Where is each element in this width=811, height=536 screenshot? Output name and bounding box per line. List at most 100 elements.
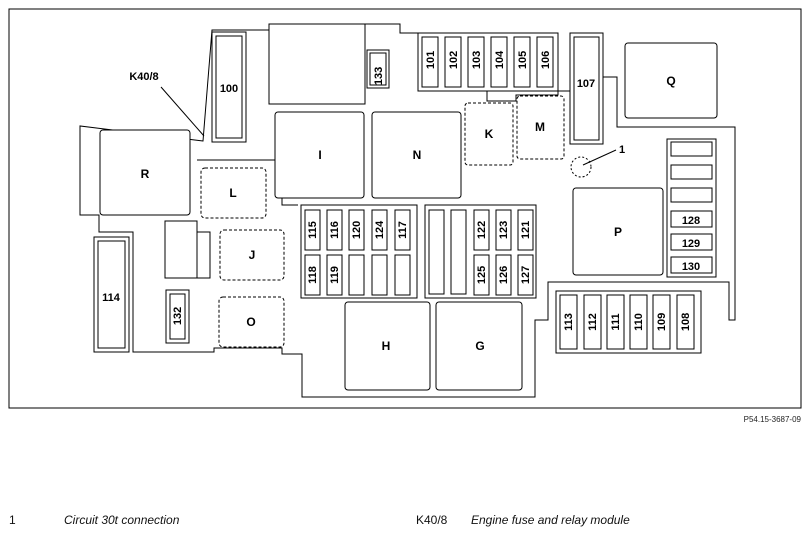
fuse-block-128-130 [666, 138, 717, 278]
relay-n [371, 111, 462, 199]
fuse-127-label: 127 [520, 266, 532, 284]
relay-slot-m-label: M [535, 120, 545, 134]
fuse-125-label: 125 [476, 266, 488, 284]
small-block-bracket [197, 231, 211, 279]
fuse-117-label: 117 [397, 221, 409, 239]
relay-slot-k-label: K [485, 127, 494, 141]
fuse-109 [652, 294, 671, 350]
fuse-121 [517, 209, 534, 251]
relay-g [435, 301, 523, 391]
relay-slot-l-label: L [229, 186, 236, 200]
fuse-121-label: 121 [520, 221, 532, 239]
fuse-133-label: 133 [373, 67, 385, 85]
fuse-112 [583, 294, 602, 350]
fuse-132-label: 132 [172, 307, 184, 325]
fuse-104 [490, 36, 508, 88]
fuse-111 [606, 294, 625, 350]
fuse-112-label: 112 [587, 313, 599, 331]
fuse-128-label: 128 [682, 215, 700, 227]
fuse-slot-empty [670, 164, 713, 180]
fuse-130-label: 130 [682, 261, 700, 273]
figure-reference: P54.15-3687-09 [743, 415, 801, 424]
fuse-130 [670, 256, 713, 274]
fuse-122 [473, 209, 490, 251]
fuse-111-label: 111 [610, 313, 622, 330]
legend-key-1: 1 [9, 513, 16, 527]
fuse-122-label: 122 [476, 221, 488, 239]
relay-q-label: Q [666, 74, 675, 88]
fuse-132 [169, 293, 186, 340]
fuse-114-label: 114 [102, 292, 121, 304]
fuse-127 [517, 254, 534, 296]
fuse-124 [371, 209, 388, 251]
fuse-slot-empty [394, 254, 411, 296]
relay-p-label: P [614, 225, 622, 239]
diagram-frame [8, 8, 802, 409]
circuit-30t-connection-marker [570, 156, 592, 178]
fuse-107 [573, 36, 600, 141]
fuse-102 [444, 36, 462, 88]
fuse-slot-empty [348, 254, 365, 296]
relay-p [572, 187, 664, 276]
fuse-106-label: 106 [540, 51, 552, 69]
fuse-129-label: 129 [682, 238, 700, 250]
relay-top-unlabeled [268, 23, 366, 105]
relay-i [274, 111, 365, 199]
legend-text-1: Circuit 30t connection [64, 513, 180, 527]
relay-r-label: R [141, 167, 150, 181]
relay-slot-j-label: J [249, 248, 256, 262]
fuse-108-label: 108 [680, 313, 692, 331]
fuse-114 [97, 240, 126, 349]
small-unlabeled-block [164, 220, 198, 279]
relay-h [344, 301, 431, 391]
relay-r [99, 129, 191, 216]
relay-n-label: N [413, 148, 422, 162]
fuse-105 [513, 36, 531, 88]
fuse-110 [629, 294, 648, 350]
fuse-120 [348, 209, 365, 251]
fuse-116 [326, 209, 343, 251]
fuse-block-101-106 [417, 32, 559, 92]
fuse-125 [473, 254, 490, 296]
fuse-118-label: 118 [307, 266, 319, 284]
fuse-101-label: 101 [425, 51, 437, 69]
fuse-106 [536, 36, 554, 88]
fuse-108 [676, 294, 695, 350]
fuse-126-label: 126 [498, 266, 510, 284]
relay-slot-o-label: O [246, 315, 255, 329]
relay-slot-k [464, 102, 514, 166]
fuse-slot-empty [670, 141, 713, 157]
fuse-slot-empty [670, 187, 713, 203]
fuse-124-label: 124 [374, 220, 386, 239]
point-1-leader [582, 149, 617, 166]
fuse-119-label: 119 [329, 266, 341, 284]
fuse-113 [559, 294, 578, 350]
relay-slot-j [219, 229, 285, 281]
fuse-128 [670, 210, 713, 228]
fuse-100-label: 100 [220, 83, 238, 95]
fuse-103 [467, 36, 485, 88]
fuse-101 [421, 36, 439, 88]
relay-slot-m [516, 95, 565, 160]
fuse-110-label: 110 [633, 313, 645, 331]
fuse-109-label: 109 [656, 313, 668, 331]
module-callout-leader [160, 86, 205, 137]
fuse-123-label: 123 [498, 221, 510, 239]
relay-q [624, 42, 718, 119]
fuse-119 [326, 254, 343, 296]
fuse-slot-long-empty [428, 209, 445, 295]
module-callout-label: K40/8 [129, 71, 158, 83]
fuse-113-label: 113 [563, 313, 575, 331]
relay-h-label: H [382, 339, 391, 353]
fuse-129 [670, 233, 713, 251]
point-1-callout-label: 1 [619, 144, 625, 156]
fuse-116-label: 116 [329, 221, 341, 239]
fuse-102-label: 102 [448, 51, 460, 69]
fuse-123 [495, 209, 512, 251]
relay-slot-o [218, 296, 285, 348]
fuse-slot-empty [371, 254, 388, 296]
fuse-103-label: 103 [471, 51, 483, 69]
fuse-100 [215, 35, 243, 139]
legend-key-2: K40/8 [416, 513, 448, 527]
